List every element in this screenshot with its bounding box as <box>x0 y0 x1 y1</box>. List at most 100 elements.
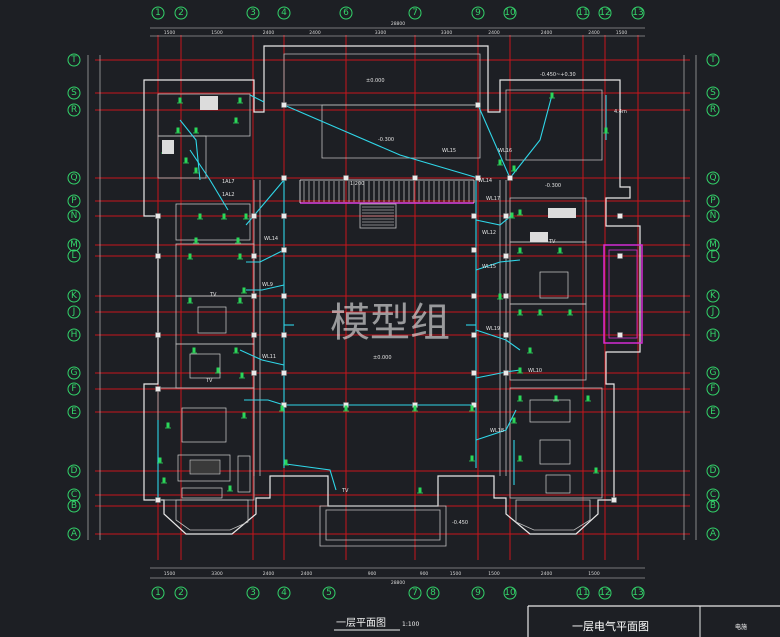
green-lamp-symbol <box>197 213 203 220</box>
light-fixture <box>251 253 257 259</box>
green-lamp-symbol <box>227 485 233 492</box>
dimension-segment: 3300 <box>375 30 387 36</box>
axis-left-T: T <box>67 53 81 67</box>
axis-right-S: S <box>706 86 720 100</box>
axis-left-C: C <box>67 488 81 502</box>
green-lamp-symbol <box>237 297 243 304</box>
dimension-segment: 900 <box>368 571 377 577</box>
axis-top-12: 12 <box>598 6 612 20</box>
axis-left-H: H <box>67 328 81 342</box>
green-lamp-symbol <box>283 459 289 466</box>
axis-left-B: B <box>67 499 81 513</box>
grid-vertical <box>157 35 639 560</box>
green-lamp-symbol <box>177 97 183 104</box>
axis-right-label: J <box>711 307 715 317</box>
axis-right-label: N <box>710 211 717 221</box>
axis-right-label: S <box>710 88 716 98</box>
dimension-segment: 900 <box>420 571 429 577</box>
axis-right-J: J <box>706 305 720 319</box>
green-lamp-symbol <box>161 477 167 484</box>
axis-bottom-12: 12 <box>598 586 612 600</box>
light-fixture <box>503 370 509 376</box>
dimension-segment: 2400 <box>309 30 321 36</box>
axis-top-11: 11 <box>576 6 590 20</box>
axis-bottom-label: 4 <box>281 588 287 598</box>
axis-left-label: N <box>71 211 78 221</box>
green-lamp-symbol <box>517 247 523 254</box>
dimension-segment: 2400 <box>301 571 313 577</box>
light-fixture <box>471 332 477 338</box>
axis-bottom-label: 11 <box>577 588 588 598</box>
wire-label-5: WL12 <box>482 230 496 236</box>
axis-left-L: L <box>67 249 81 263</box>
light-fixture <box>155 332 161 338</box>
dimension-segment: 1500 <box>164 571 176 577</box>
dimension-segment: 2400 <box>541 571 553 577</box>
axis-right-label: M <box>709 240 717 250</box>
wire-label-8: WL9 <box>262 282 273 288</box>
light-fixture <box>471 370 477 376</box>
axis-top-label: 2 <box>178 8 184 18</box>
light-fixture <box>155 253 161 259</box>
dimension-segment: 1500 <box>488 571 500 577</box>
axis-bottom-label: 2 <box>178 588 184 598</box>
axis-left-M: M <box>67 238 81 252</box>
axis-left-N: N <box>67 209 81 223</box>
dimension-segment: 2400 <box>541 30 553 36</box>
elevation-right-room: -0.300 <box>545 183 561 189</box>
axis-top-label: 13 <box>632 8 643 18</box>
axis-right-label: D <box>710 466 717 476</box>
axis-top-label: 11 <box>577 8 588 18</box>
axis-top-label: 6 <box>343 8 349 18</box>
green-lamp-symbol <box>193 167 199 174</box>
grid-horizontal <box>95 59 690 535</box>
tv-label-2: TV <box>205 378 213 384</box>
central-hall <box>299 179 475 229</box>
light-fixture <box>155 386 161 392</box>
green-lamp-symbol <box>469 405 475 412</box>
axis-top-1: 1 <box>151 6 165 20</box>
axis-bottom-7: 7 <box>408 586 422 600</box>
axis-right-P: P <box>706 194 720 208</box>
axis-right-M: M <box>706 238 720 252</box>
elevation-hall: ±0.000 <box>373 355 392 361</box>
axis-right-D: D <box>706 464 720 478</box>
axis-left-label: B <box>71 501 77 511</box>
light-fixture <box>251 370 257 376</box>
dimension-segment: 1500 <box>164 30 176 36</box>
axis-right-label: E <box>710 407 716 417</box>
axis-top-10: 10 <box>503 6 517 20</box>
light-fixture <box>281 175 287 181</box>
plan-scale: 1:100 <box>402 621 419 628</box>
tv-label-3: TV <box>548 239 556 245</box>
axis-top-label: 3 <box>250 8 256 18</box>
green-lamp-symbol <box>517 455 523 462</box>
green-lamp-symbol <box>193 237 199 244</box>
axis-right-R: R <box>706 103 720 117</box>
axis-top-7: 7 <box>408 6 422 20</box>
axis-bottom-10: 10 <box>503 586 517 600</box>
axis-left-Q: Q <box>67 171 81 185</box>
axis-right-K: K <box>706 289 720 303</box>
light-fixture <box>281 213 287 219</box>
green-lamp-symbol <box>553 395 559 402</box>
light-fixture <box>617 213 623 219</box>
green-lamp-symbol <box>527 347 533 354</box>
light-fixture <box>471 293 477 299</box>
tv-label-1: TV <box>209 292 217 298</box>
green-lamp-symbol <box>187 253 193 260</box>
axis-top-label: 4 <box>281 8 287 18</box>
green-lamp-symbol <box>233 117 239 124</box>
axis-top-label: 1 <box>155 8 161 18</box>
green-lamp-symbol <box>593 467 599 474</box>
axis-right-E: E <box>706 405 720 419</box>
axis-bottom-9: 9 <box>471 586 485 600</box>
axis-left-label: K <box>71 291 78 301</box>
elevation-front: -0.450 <box>452 520 468 526</box>
axis-bottom-2: 2 <box>174 586 188 600</box>
light-fixture <box>503 253 509 259</box>
light-fixture <box>251 293 257 299</box>
